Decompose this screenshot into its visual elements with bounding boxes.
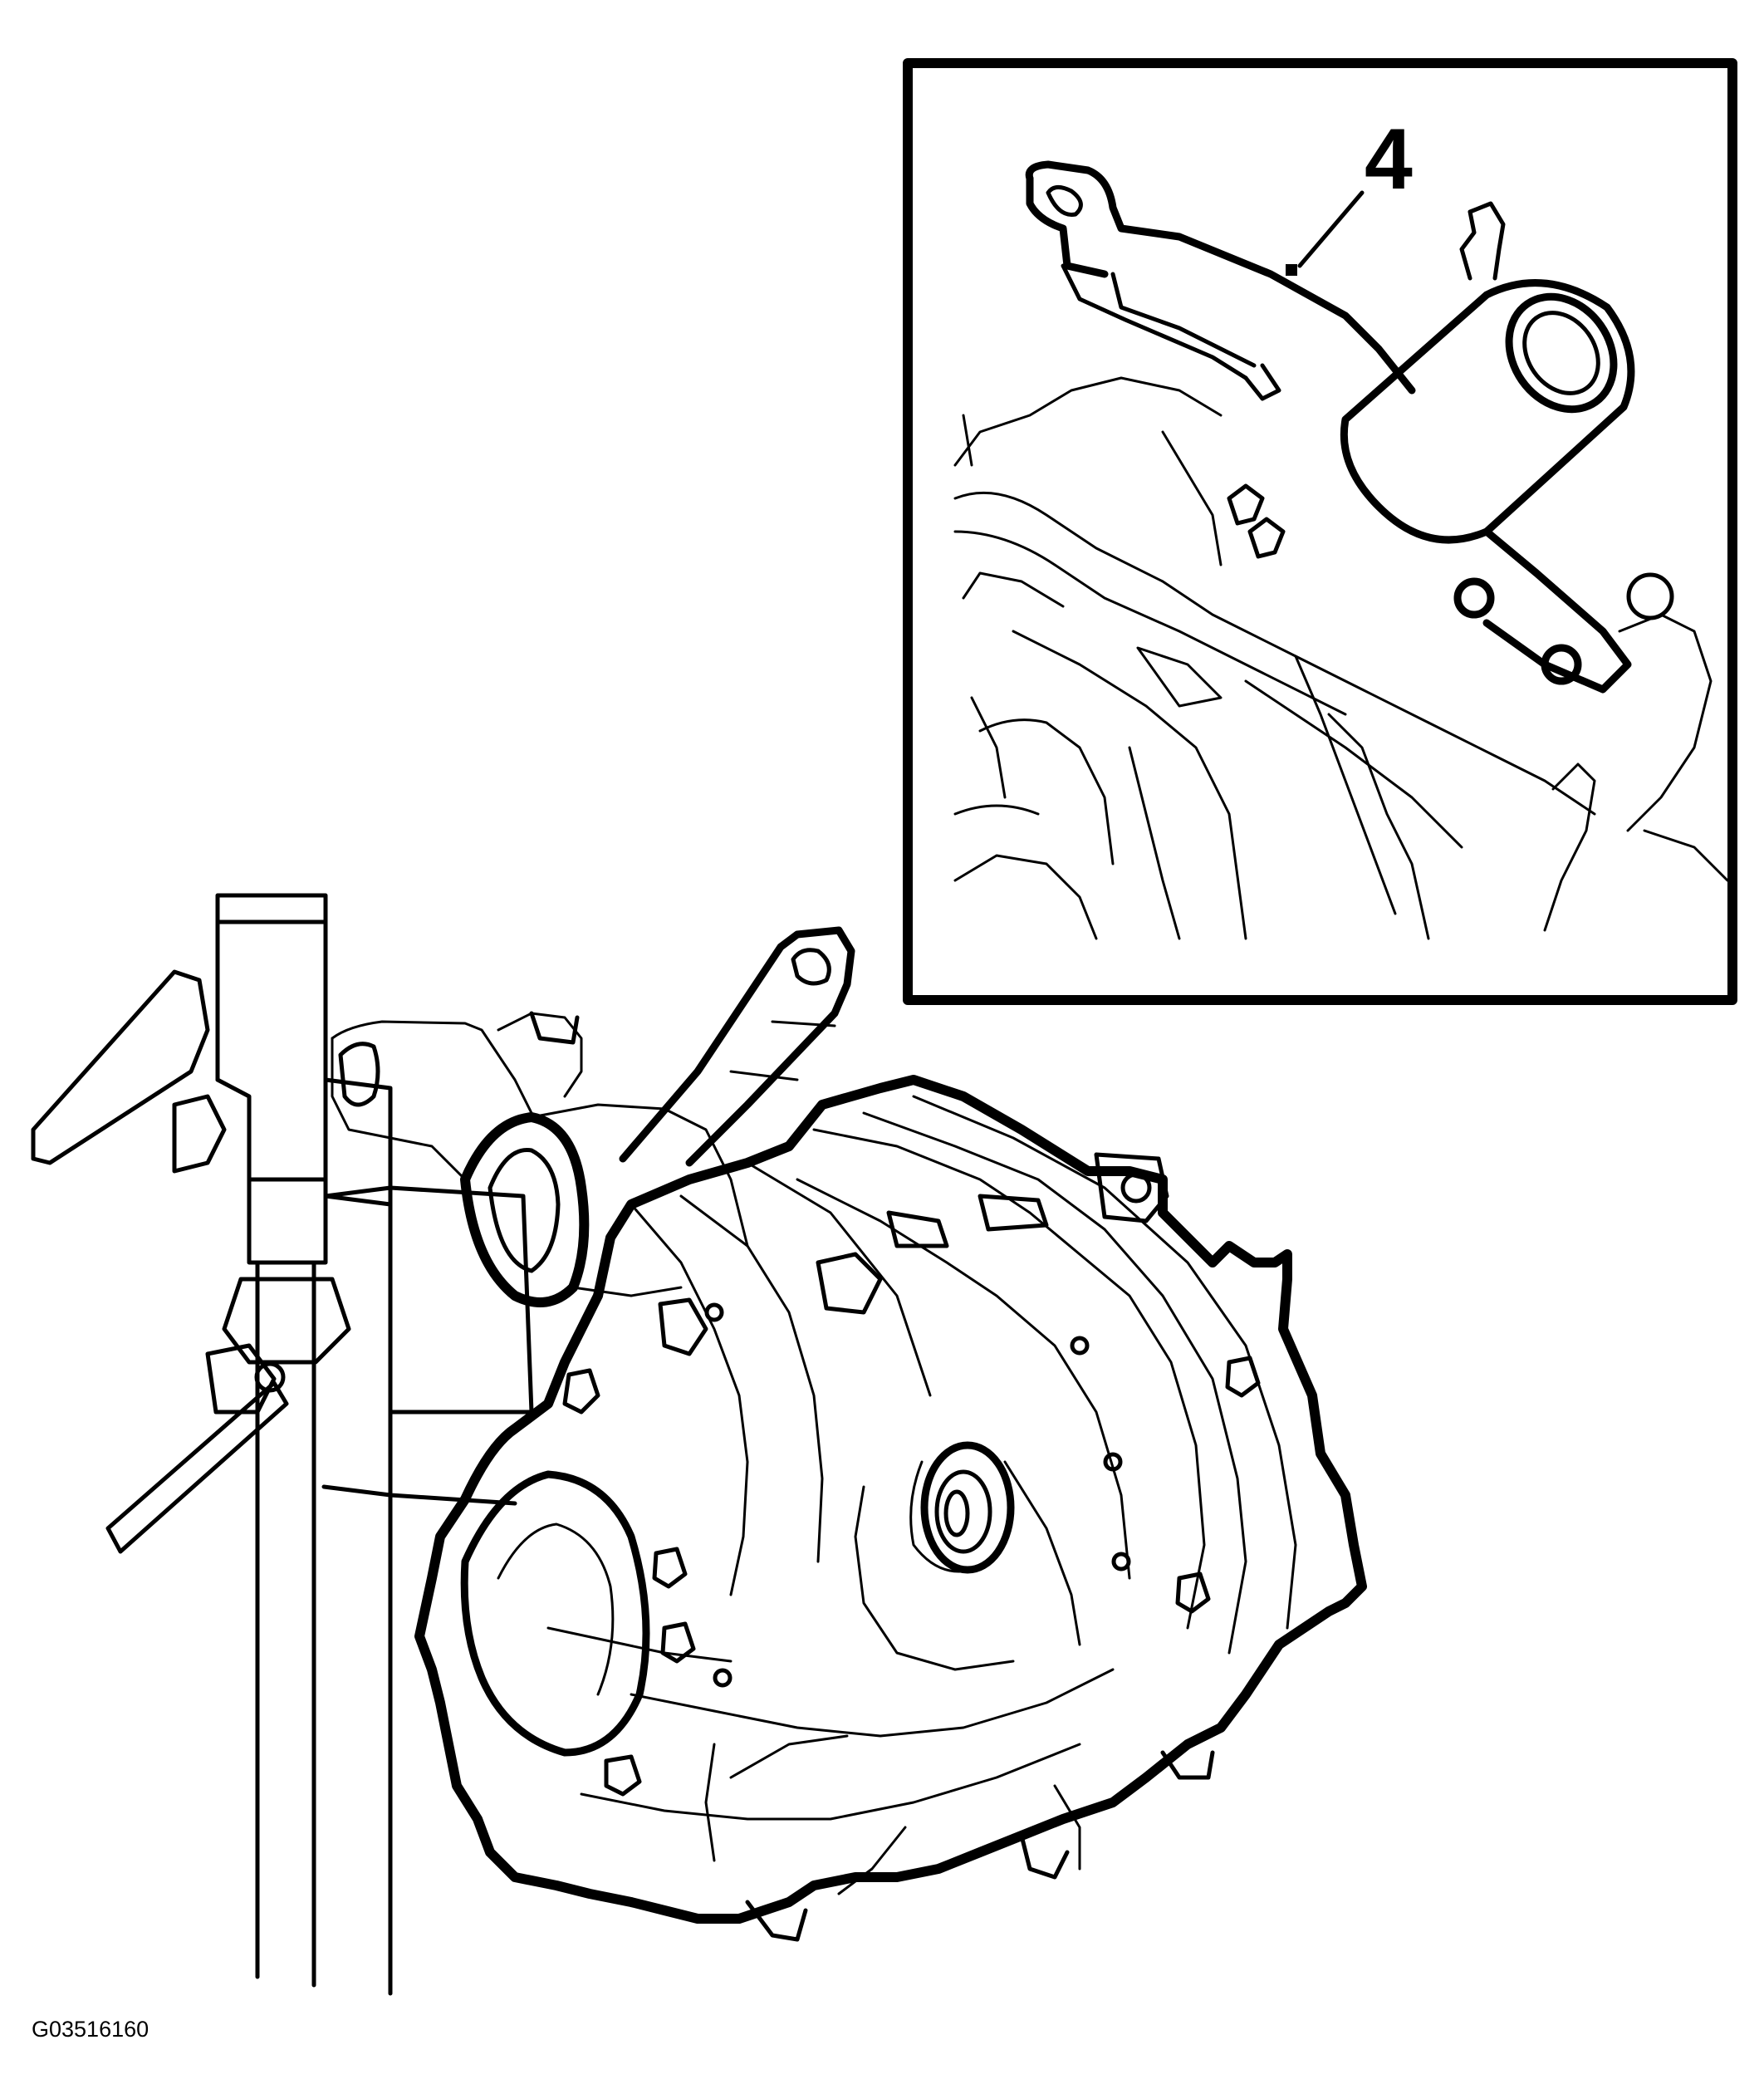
callout-4-leader	[1297, 190, 1365, 268]
callout-dot	[1286, 264, 1297, 276]
output-flange	[854, 1441, 1081, 1671]
callout-label-4: 4	[1365, 111, 1413, 208]
inset-engine-structure	[953, 376, 1729, 940]
inset-mount-bracket	[1025, 160, 1416, 401]
inset-mount-cylinder	[1340, 201, 1635, 694]
inset-frame	[903, 58, 1737, 1005]
engine-stand	[31, 893, 534, 1996]
transaxle-housing	[331, 926, 1367, 1942]
inset-detail	[903, 58, 1737, 1005]
figure-code: G03516160	[32, 2017, 149, 2042]
